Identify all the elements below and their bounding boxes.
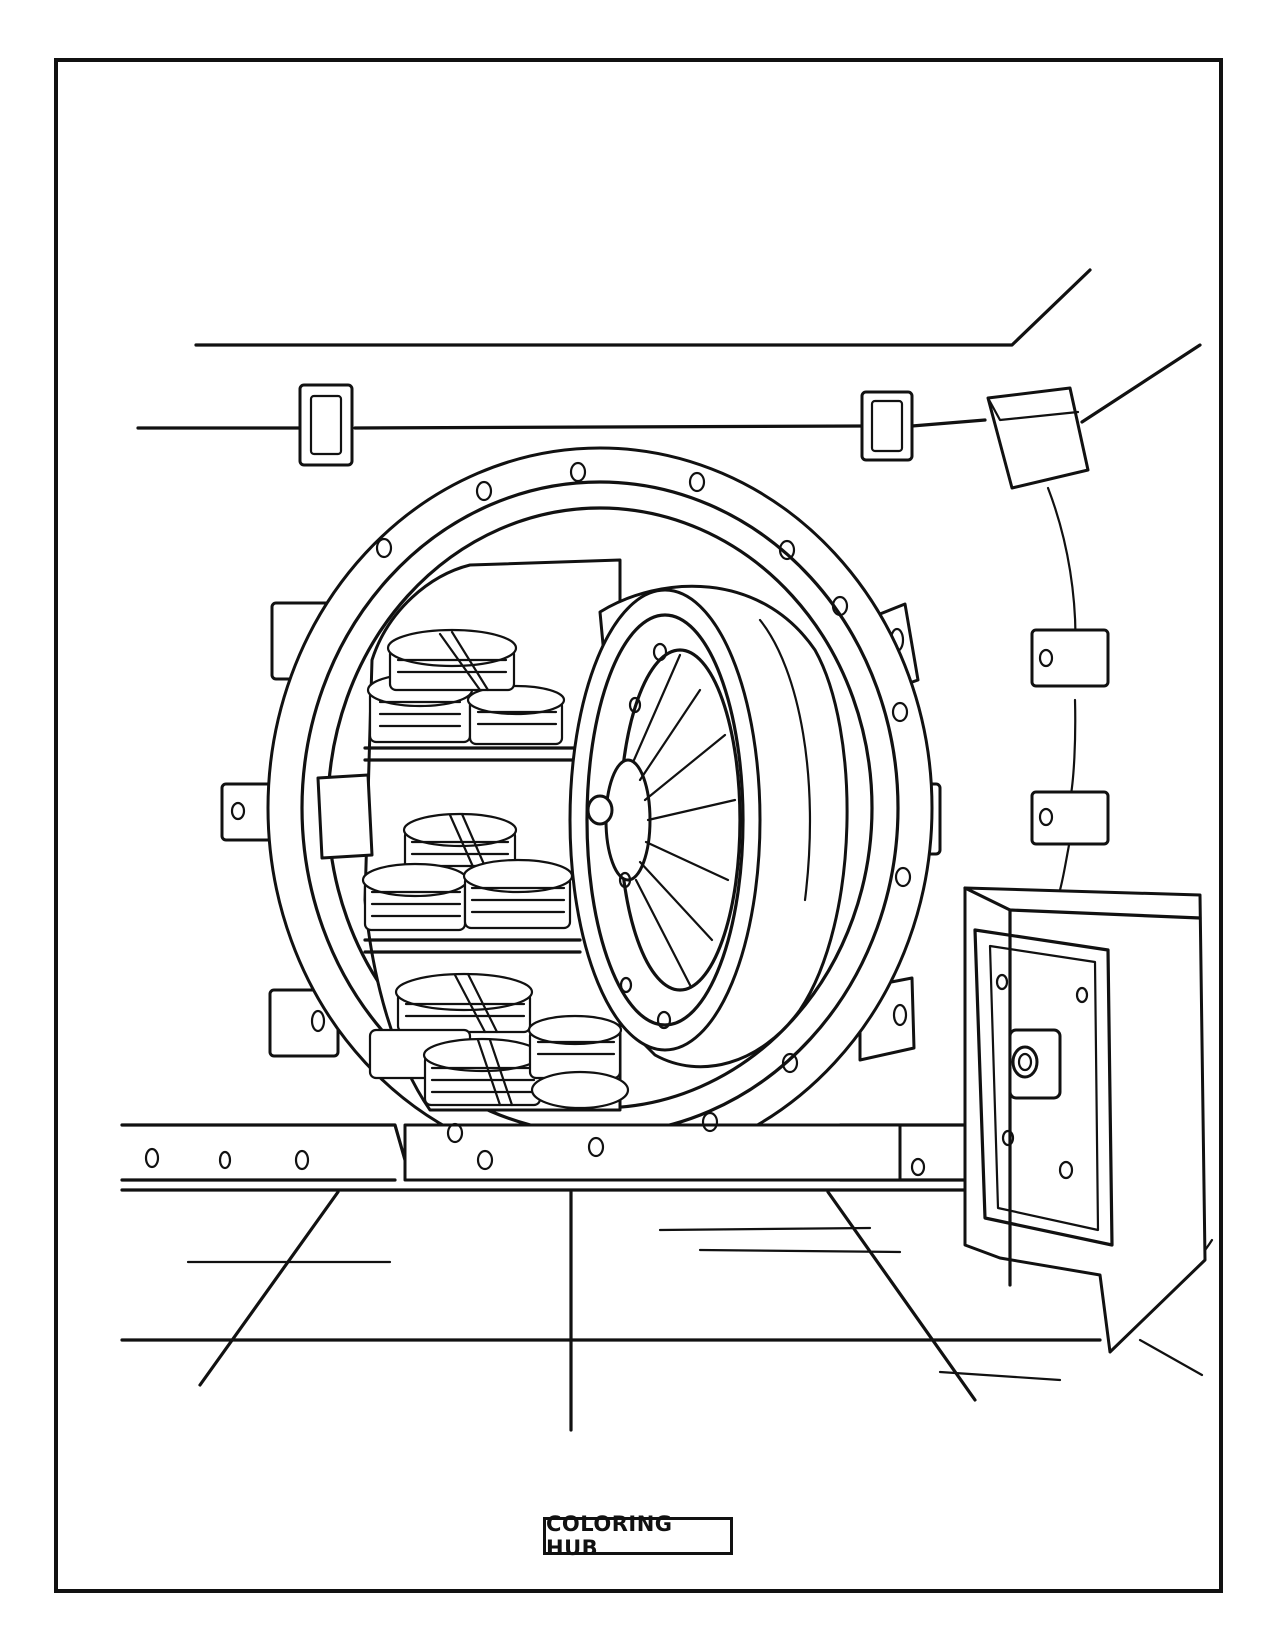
page-border	[54, 58, 1223, 1593]
frame-rivets	[375, 461, 912, 1171]
vault-door	[568, 584, 849, 1069]
ceiling-brackets	[298, 383, 1090, 490]
brand-logo: COLORING HUB	[543, 1512, 733, 1560]
small-safe	[963, 886, 1207, 1354]
coin-stacks	[361, 628, 630, 1110]
